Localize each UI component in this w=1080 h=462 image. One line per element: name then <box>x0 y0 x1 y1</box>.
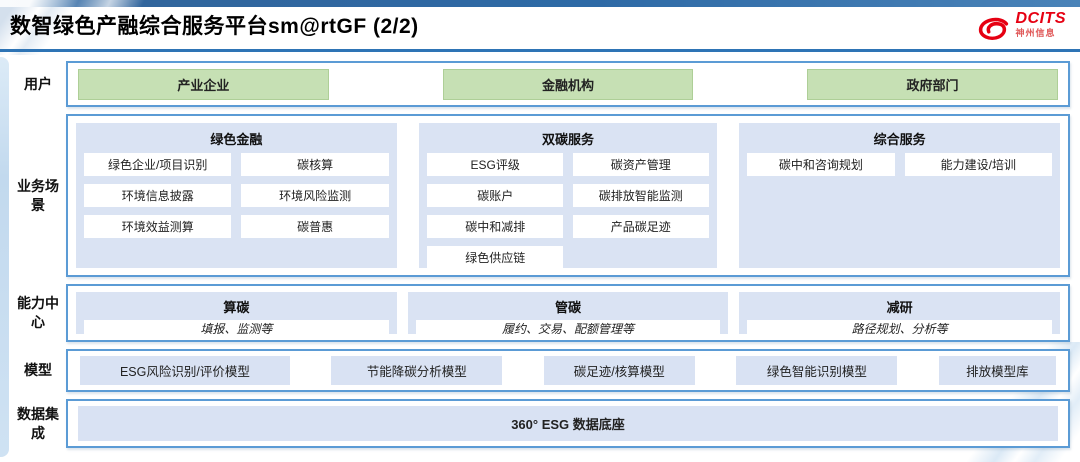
top-gradient-band <box>0 0 1080 7</box>
scenario-item: ESG评级 <box>427 153 563 176</box>
model-box-energy-saving: 节能降碳分析模型 <box>331 356 503 385</box>
dcits-logo: DCITS 神州信息 <box>976 11 1067 45</box>
model-box-carbon-footprint: 碳足迹/核算模型 <box>543 356 695 385</box>
scenarios-container: 绿色金融 绿色企业/项目识别 碳核算 环境信息披露 环境风险监测 环境效益测算 … <box>66 114 1070 277</box>
scenario-item: 环境效益测算 <box>84 215 232 238</box>
scenario-item: 绿色供应链 <box>427 246 563 269</box>
capability-description: 路径规划、分析等 <box>747 320 1052 337</box>
capability-reduction-research: 减研 路径规划、分析等 <box>739 292 1060 337</box>
scenario-item: 能力建设/培训 <box>904 153 1052 176</box>
users-row: 用户 产业企业 金融机构 政府部门 <box>14 61 1070 107</box>
capability-description: 履约、交易、配额管理等 <box>415 320 721 337</box>
left-accent-bar <box>0 57 9 457</box>
capability-title: 管碳 <box>554 300 581 315</box>
user-box-government: 政府部门 <box>807 68 1058 100</box>
dcits-swirl-icon <box>978 17 1008 41</box>
scenario-item: 碳排放智能监测 <box>573 184 709 207</box>
data-integration-row: 数据集成 360° ESG 数据底座 <box>14 399 1070 448</box>
panel-green-finance: 绿色金融 绿色企业/项目识别 碳核算 环境信息披露 环境风险监测 环境效益测算 … <box>76 123 397 268</box>
scenario-item: 产品碳足迹 <box>573 215 709 238</box>
panel-green-finance-title: 绿色金融 <box>210 132 263 147</box>
panel-dual-carbon-services: 双碳服务 ESG评级 碳资产管理 碳账户 碳排放智能监测 碳中和减排 产品碳足迹… <box>419 123 717 269</box>
top-band-gloss <box>0 0 260 7</box>
model-box-esg-risk: ESG风险识别/评价模型 <box>80 356 290 385</box>
scenario-item: 碳核算 <box>241 153 389 176</box>
model-box-emission-library: 排放模型库 <box>938 356 1056 385</box>
models-row: 模型 ESG风险识别/评价模型 节能降碳分析模型 碳足迹/核算模型 绿色智能识别… <box>14 349 1070 392</box>
dcits-logo-text: DCITS 神州信息 <box>1016 11 1067 38</box>
title-divider-rule <box>0 49 1080 52</box>
panel-dual-carbon-title: 双碳服务 <box>541 132 594 147</box>
model-box-green-ai: 绿色智能识别模型 <box>736 356 898 385</box>
slide-body: 用户 产业企业 金融机构 政府部门 业务场景 绿色金融 绿色企业/项目识别 碳核… <box>0 55 1080 462</box>
scenario-item: 碳普惠 <box>241 215 389 238</box>
capability-title: 减研 <box>886 300 913 315</box>
data-integration-row-label: 数据集成 <box>17 405 59 441</box>
panel-comprehensive-services: 综合服务 碳中和咨询规划 能力建设/培训 <box>739 123 1060 268</box>
capabilities-row-label: 能力中心 <box>17 295 59 330</box>
capability-calc-carbon: 算碳 填报、监测等 <box>76 292 397 337</box>
scenarios-row: 业务场景 绿色金融 绿色企业/项目识别 碳核算 环境信息披露 环境风险监测 环境… <box>14 114 1070 277</box>
scenario-item: 碳中和减排 <box>427 215 563 238</box>
models-row-label: 模型 <box>24 362 52 379</box>
scenario-item: 碳中和咨询规划 <box>747 153 895 176</box>
scenario-item: 绿色企业/项目识别 <box>84 153 232 176</box>
scenario-item: 环境风险监测 <box>241 184 389 207</box>
esg-data-base-box: 360° ESG 数据底座 <box>78 406 1058 441</box>
dcits-logo-name: DCITS <box>1015 10 1066 27</box>
panel-comprehensive-title: 综合服务 <box>873 132 926 147</box>
page-title: 数智绿色产融综合服务平台sm@rtGF (2/2) <box>10 15 419 38</box>
slide-header: 数智绿色产融综合服务平台sm@rtGF (2/2) DCITS 神州信息 <box>0 7 1080 51</box>
capability-manage-carbon: 管碳 履约、交易、配额管理等 <box>407 292 729 337</box>
scenario-item: 碳资产管理 <box>573 153 709 176</box>
dcits-logo-subtitle: 神州信息 <box>1015 28 1056 38</box>
capability-title: 算碳 <box>223 300 250 315</box>
data-integration-container: 360° ESG 数据底座 <box>66 399 1070 448</box>
user-box-financial-institution: 金融机构 <box>442 68 694 100</box>
scenario-item: 环境信息披露 <box>84 184 232 207</box>
scenarios-row-label: 业务场景 <box>17 177 59 213</box>
capabilities-container: 算碳 填报、监测等 管碳 履约、交易、配额管理等 减研 路径规划、分析等 <box>66 284 1070 342</box>
users-container: 产业企业 金融机构 政府部门 <box>66 61 1070 107</box>
users-row-label: 用户 <box>24 75 52 92</box>
scenario-item: 碳账户 <box>427 184 563 207</box>
capabilities-row: 能力中心 算碳 填报、监测等 管碳 履约、交易、配额管理等 减研 路径规划、分析… <box>14 284 1070 342</box>
user-box-industrial-enterprise: 产业企业 <box>78 68 329 100</box>
capability-description: 填报、监测等 <box>84 320 389 337</box>
models-container: ESG风险识别/评价模型 节能降碳分析模型 碳足迹/核算模型 绿色智能识别模型 … <box>66 349 1070 392</box>
